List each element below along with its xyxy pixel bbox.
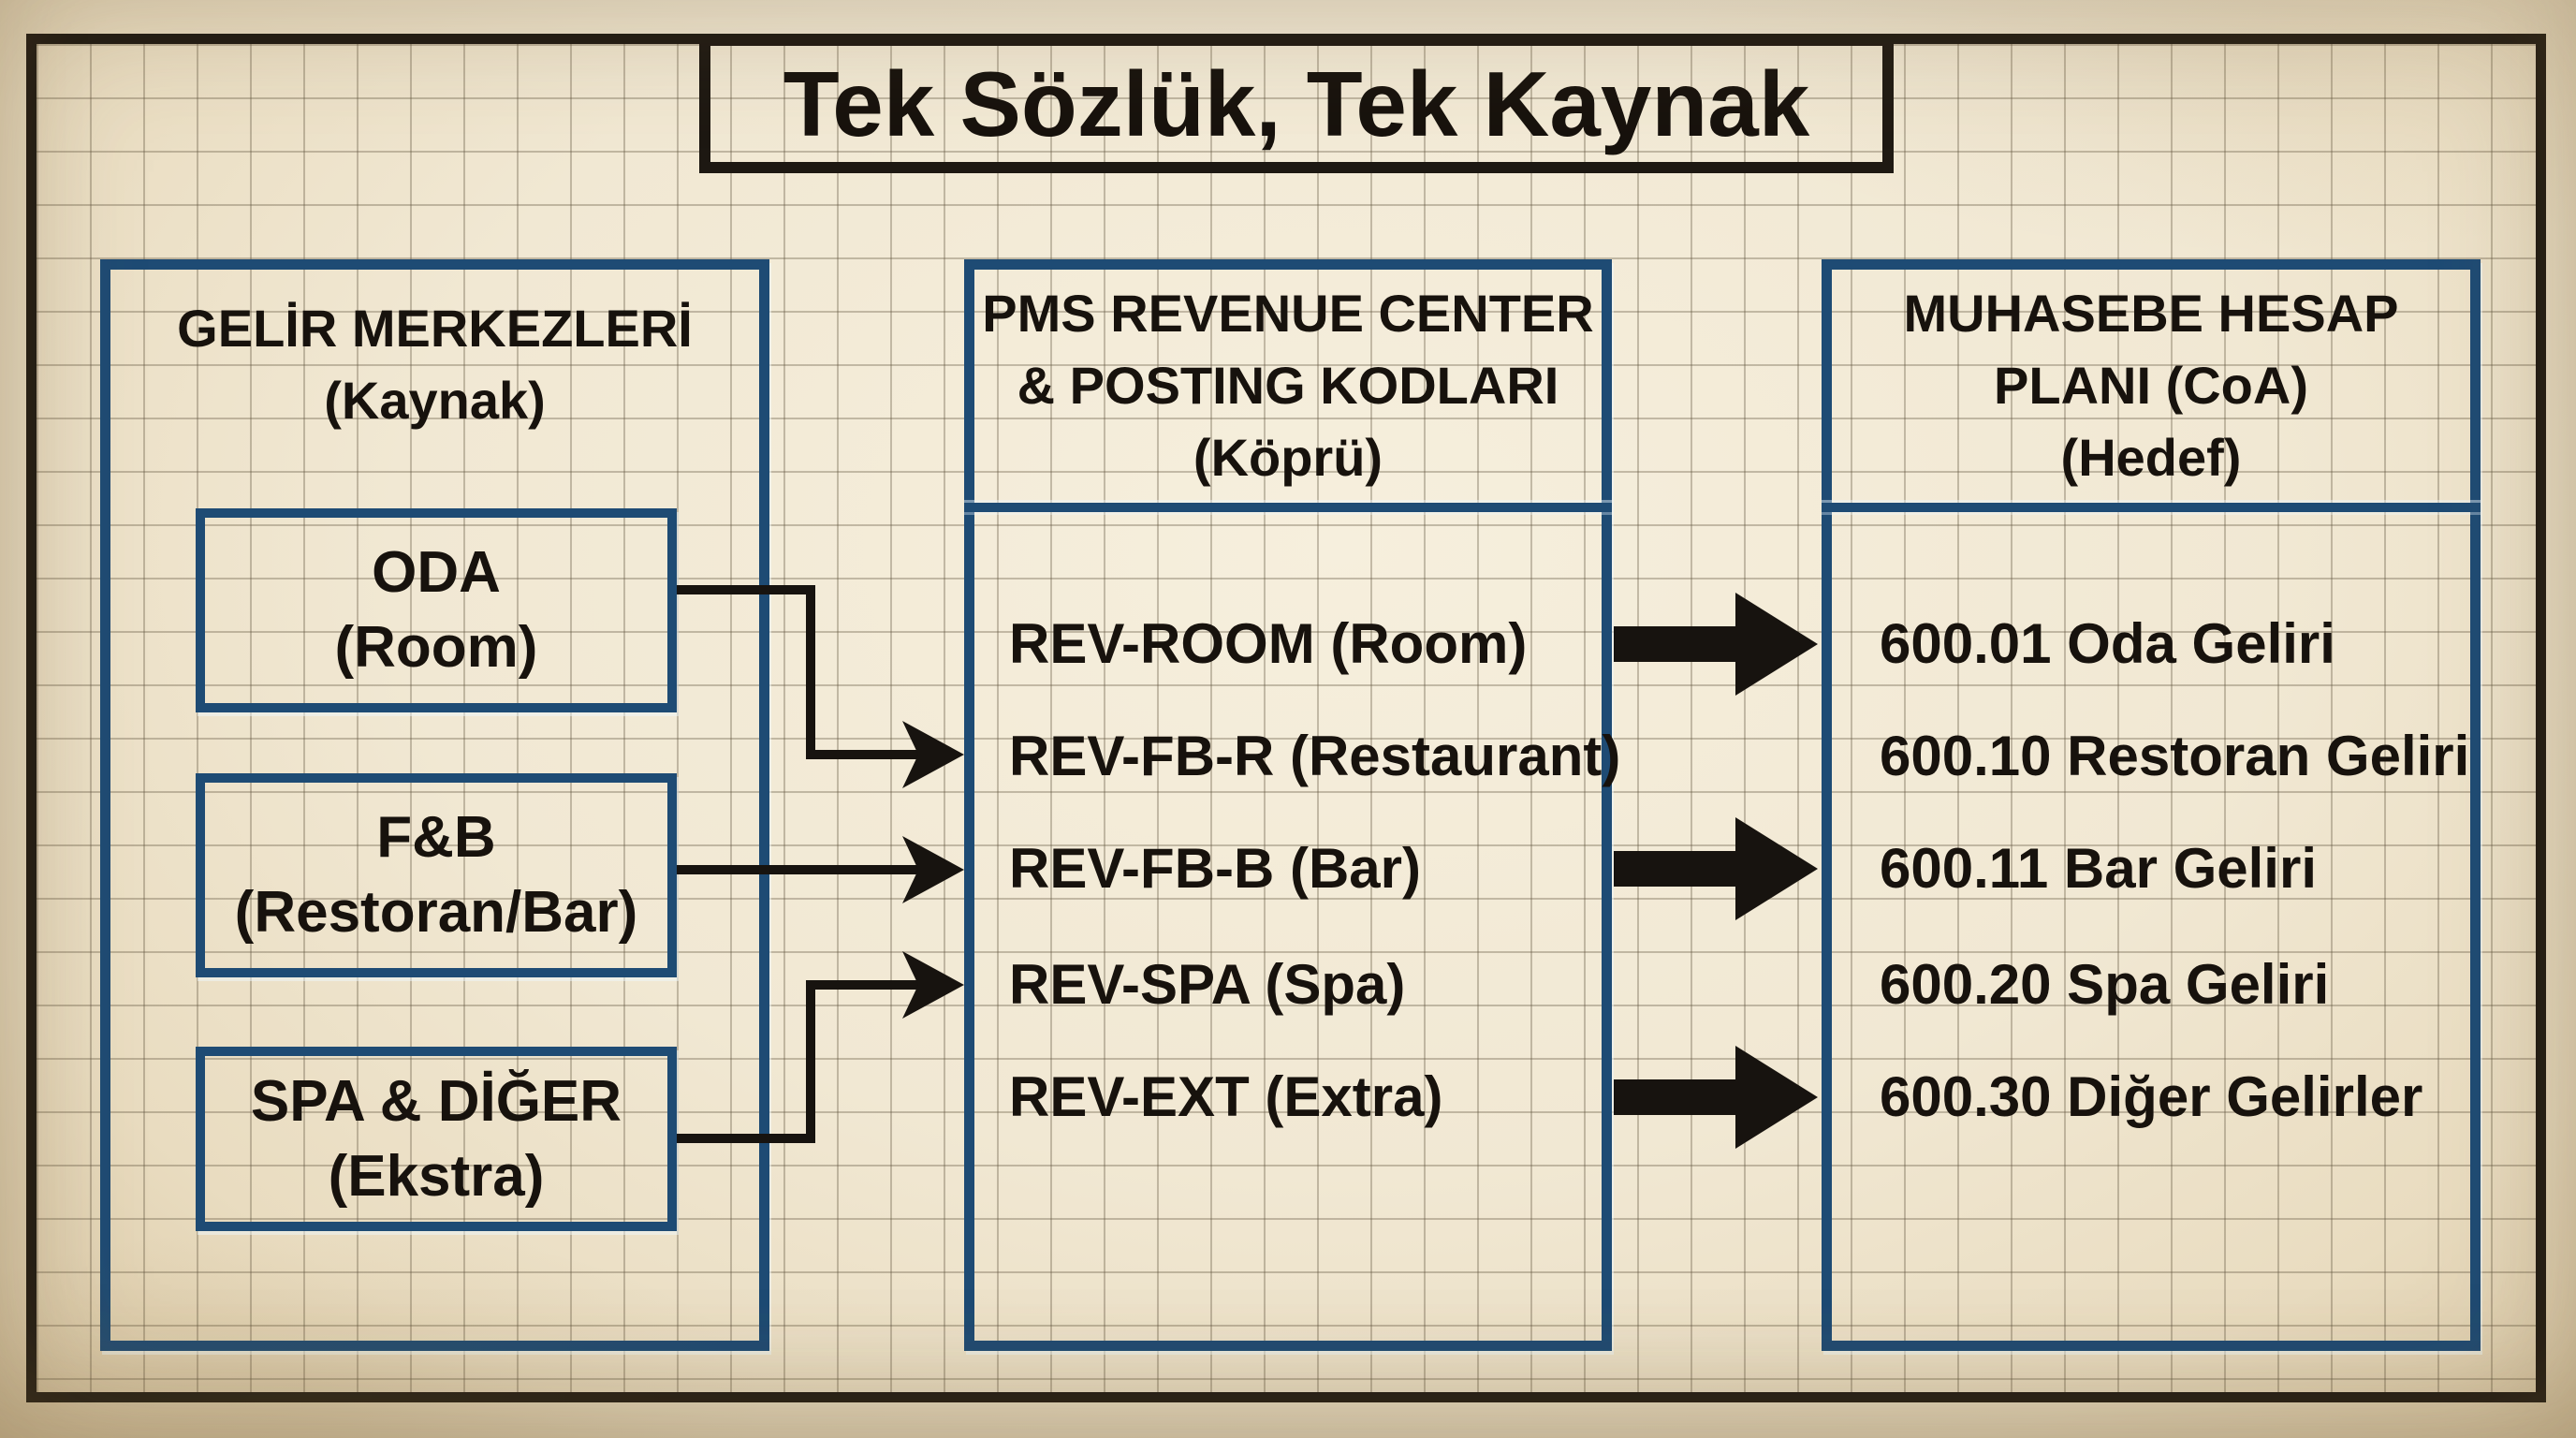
target-header-line-1: MUHASEBE HESAP bbox=[1903, 284, 2399, 343]
target-header-separator bbox=[1822, 503, 2481, 512]
account-600-20: 600.20 Spa Geliri bbox=[1880, 953, 2330, 1016]
bridge-column-header: PMS REVENUE CENTER & POSTING KODLARI (Kö… bbox=[964, 277, 1612, 493]
posting-code-rev-room: REV-ROOM (Room) bbox=[1009, 612, 1528, 675]
account-600-10: 600.10 Restoran Geliri bbox=[1880, 725, 2470, 787]
source-header-line-2: (Kaynak) bbox=[324, 371, 546, 430]
target-header-line-3: (Hedef) bbox=[2060, 428, 2242, 487]
source-box-fb: F&B (Restoran/Bar) bbox=[196, 773, 677, 977]
posting-code-rev-ext: REV-EXT (Extra) bbox=[1009, 1065, 1443, 1128]
target-column-box bbox=[1822, 259, 2481, 1351]
source-box-spa: SPA & DİĞER (Ekstra) bbox=[196, 1047, 677, 1231]
source-box-fb-line-1: F&B bbox=[376, 805, 496, 870]
bridge-column-box bbox=[964, 259, 1612, 1351]
account-600-01: 600.01 Oda Geliri bbox=[1880, 612, 2335, 675]
posting-code-rev-spa: REV-SPA (Spa) bbox=[1009, 953, 1406, 1016]
source-box-oda-line-2: (Room) bbox=[334, 615, 538, 680]
source-box-oda-line-1: ODA bbox=[372, 540, 501, 605]
source-box-spa-line-1: SPA & DİĞER bbox=[250, 1068, 622, 1134]
title-box: Tek Sözlük, Tek Kaynak bbox=[699, 35, 1894, 173]
source-column-box bbox=[100, 259, 769, 1351]
posting-code-rev-fb-b: REV-FB-B (Bar) bbox=[1009, 837, 1422, 900]
source-box-fb-line-2: (Restoran/Bar) bbox=[234, 880, 638, 945]
bridge-header-line-3: (Köprü) bbox=[1193, 428, 1383, 487]
bridge-header-separator bbox=[964, 503, 1612, 512]
target-header-line-2: PLANI (CoA) bbox=[1994, 356, 2308, 415]
source-column-header: GELİR MERKEZLERİ (Kaynak) bbox=[100, 292, 769, 436]
account-600-30: 600.30 Diğer Gelirler bbox=[1880, 1065, 2423, 1128]
bridge-header-line-1: PMS REVENUE CENTER bbox=[982, 284, 1594, 343]
page-title: Tek Sözlük, Tek Kaynak bbox=[783, 51, 1810, 155]
source-header-line-1: GELİR MERKEZLERİ bbox=[177, 299, 693, 358]
bridge-header-line-2: & POSTING KODLARI bbox=[1017, 356, 1559, 415]
source-box-spa-line-2: (Ekstra) bbox=[328, 1143, 545, 1209]
source-box-oda: ODA (Room) bbox=[196, 508, 677, 712]
target-column-header: MUHASEBE HESAP PLANI (CoA) (Hedef) bbox=[1822, 277, 2481, 493]
posting-code-rev-fb-r: REV-FB-R (Restaurant) bbox=[1009, 725, 1621, 787]
account-600-11: 600.11 Bar Geliri bbox=[1880, 837, 2317, 900]
